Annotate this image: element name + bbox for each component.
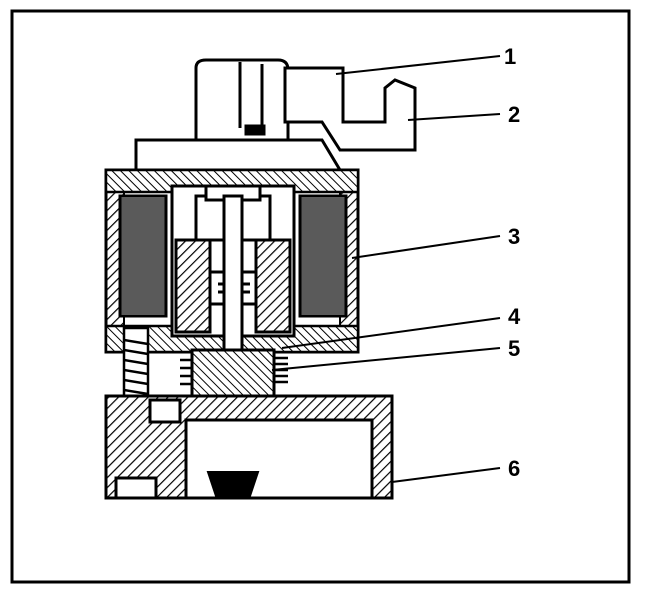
callout-1: 1 [504, 44, 516, 69]
callout-3: 3 [508, 224, 520, 249]
electrical-connector [194, 58, 417, 152]
callout-4: 4 [508, 304, 521, 329]
callout-5: 5 [508, 336, 520, 361]
callout-6: 6 [508, 456, 520, 481]
valve-pintle [206, 471, 260, 497]
connector-base-plate [134, 138, 343, 172]
callout-2: 2 [508, 102, 520, 127]
callout-leaders [271, 55, 501, 483]
coil-winding-left [118, 194, 168, 318]
coil-winding-right [298, 194, 348, 318]
